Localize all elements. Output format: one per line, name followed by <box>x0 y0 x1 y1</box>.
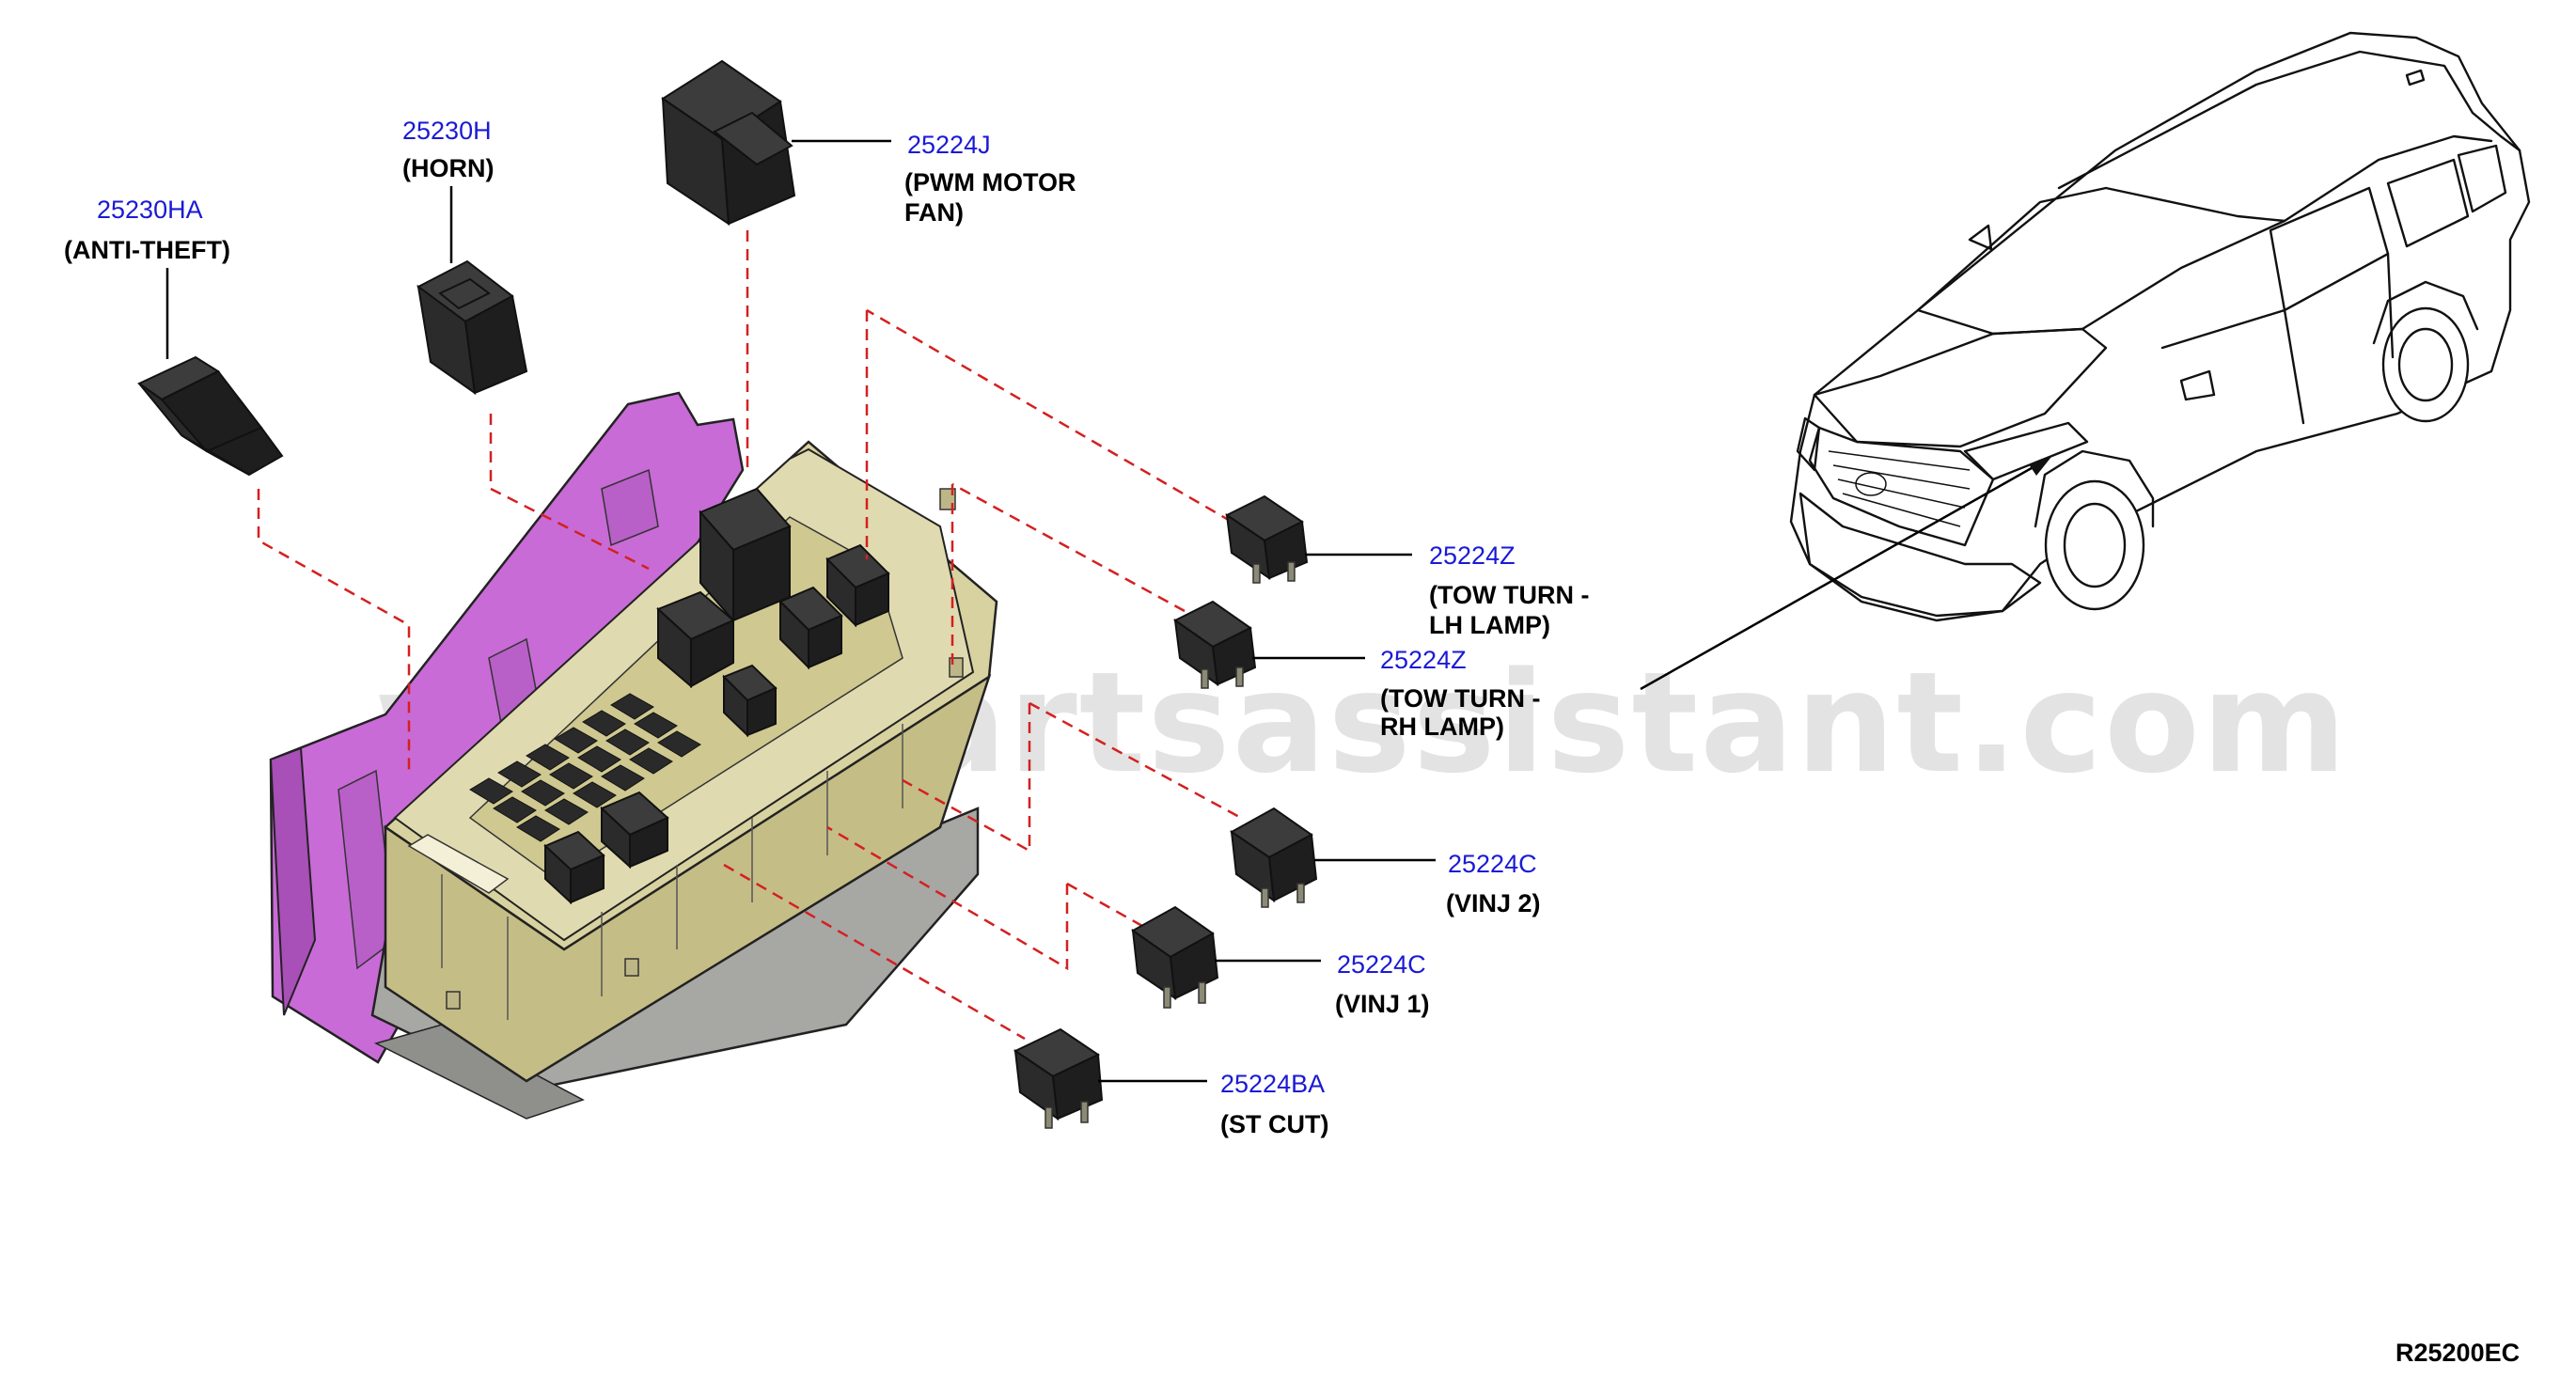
tow-turn-lh-relay <box>1225 494 1309 584</box>
fuse-relay-box <box>269 391 998 1120</box>
tow-turn-rh-relay <box>1173 600 1257 689</box>
part-name: (ST CUT) <box>1220 1110 1328 1138</box>
horn-relay <box>416 259 528 396</box>
part-number: 25224C <box>1337 950 1426 979</box>
part-number: 25230H <box>402 117 492 145</box>
anti-theft-relay <box>137 355 284 477</box>
pwm-motor-fan-relay <box>661 59 796 226</box>
part-name: (TOW TURN - <box>1429 581 1589 609</box>
part-name: (ANTI-THEFT) <box>64 236 230 264</box>
part-name: RH LAMP) <box>1380 713 1504 741</box>
st-cut-relay <box>1013 1027 1104 1129</box>
callout-st-cut: 25224BA (ST CUT) <box>1220 1070 1328 1138</box>
part-name: (HORN) <box>402 154 494 182</box>
part-number: 25224Z <box>1429 541 1516 570</box>
callout-tow-turn-lh: 25224Z (TOW TURN - LH LAMP) <box>1429 541 1589 639</box>
part-number: 25224BA <box>1220 1070 1325 1098</box>
leader-lines <box>165 139 1436 1083</box>
diagram-code: R25200EC <box>2395 1339 2520 1367</box>
callout-vinj-2: 25224C (VINJ 2) <box>1446 850 1541 917</box>
callout-horn: 25230H (HORN) <box>402 117 494 182</box>
callout-vinj-1: 25224C (VINJ 1) <box>1335 950 1430 1018</box>
callout-pwm-motor-fan: 25224J (PWM MOTOR FAN) <box>904 131 1076 227</box>
vinj-2-relay <box>1230 807 1318 908</box>
part-name: LH LAMP) <box>1429 611 1550 639</box>
part-name: (TOW TURN - <box>1380 684 1540 713</box>
part-number: 25224J <box>907 131 991 159</box>
callout-tow-turn-rh: 25224Z (TOW TURN - RH LAMP) <box>1380 646 1540 741</box>
part-number: 25224C <box>1448 850 1537 878</box>
vehicle-locator <box>1640 31 2531 691</box>
vinj-1-relay <box>1131 905 1219 1009</box>
part-number: 25224Z <box>1380 646 1467 674</box>
callout-anti-theft: 25230HA (ANTI-THEFT) <box>64 196 230 264</box>
location-dashes <box>257 230 1242 1041</box>
part-name: FAN) <box>904 198 964 227</box>
part-name: (VINJ 1) <box>1335 990 1430 1018</box>
part-name: (PWM MOTOR <box>904 168 1076 196</box>
part-name: (VINJ 2) <box>1446 889 1541 917</box>
part-number: 25230HA <box>97 196 203 224</box>
